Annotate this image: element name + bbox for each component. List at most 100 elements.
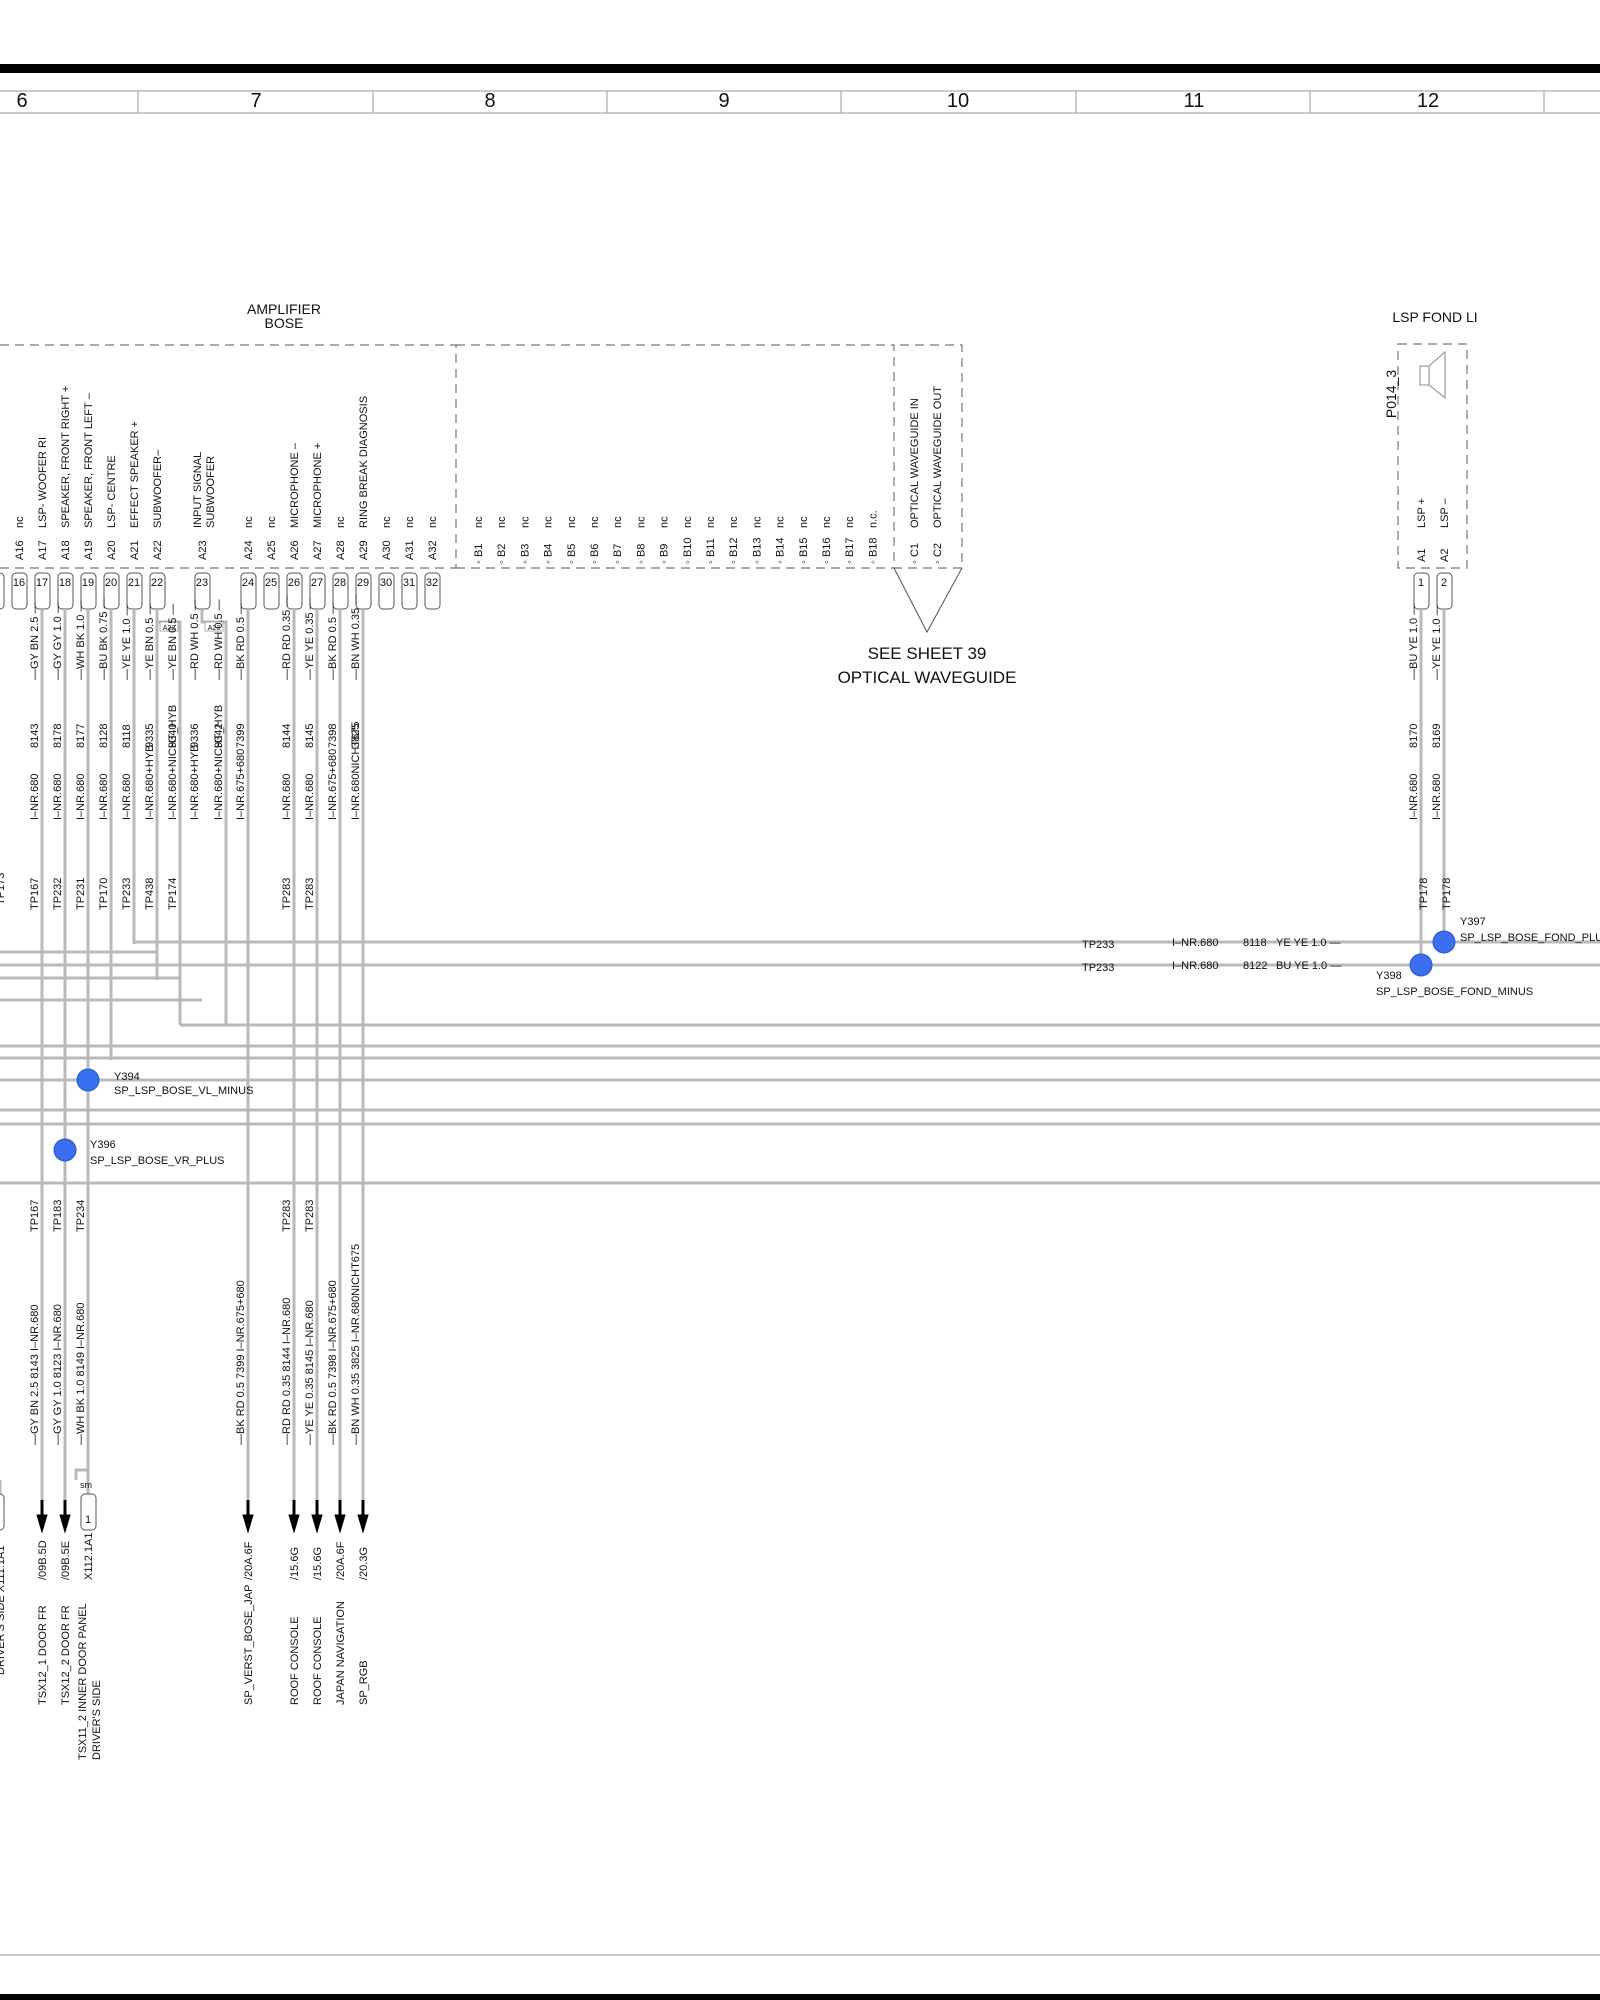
amp-pin-box (424, 572, 441, 610)
column-number: 10 (947, 90, 969, 112)
top-border (0, 64, 1600, 73)
lower-wire-label: —BK RD 0.5 7399 I–NR.675+680 (235, 1280, 247, 1445)
wire-color: —RD RD 0.35 — (281, 596, 293, 680)
wire-color: —BK RD 0.5 — (327, 603, 339, 680)
wire-number: 9342 (213, 724, 225, 748)
column-dividers (137, 91, 1545, 113)
b-pin-id: ◦ B17 (844, 537, 856, 564)
wire-number: 8144 (281, 724, 293, 748)
b-pin-id: ◦ B11 (705, 538, 717, 564)
lsp-pin-number: 1 (1418, 577, 1424, 589)
wire-tp-partial: TP173 (0, 873, 7, 905)
bridge-label: A23 (208, 625, 221, 632)
wire-number: 7398 (327, 724, 339, 748)
amp-pin-number: 20 (105, 577, 117, 589)
destination-ref: /09B.5E (60, 1541, 72, 1580)
wire-harness: I–NR.680 (121, 774, 133, 820)
c-pin-id: ◦ C2 (932, 543, 944, 564)
amp-pin-id: A29 (358, 540, 370, 560)
c-pin-function: OPTICAL WAVEGUIDE OUT (932, 386, 944, 528)
lower-connector-partial (0, 1493, 5, 1531)
destination-name: TSX12_2 DOOR FR (60, 1605, 72, 1705)
wire-number: 8177 (75, 724, 87, 748)
amp-pin-number: 22 (151, 577, 163, 589)
b-pin-id: ◦ B6 (589, 544, 601, 564)
amp-pin-id: A21 (129, 540, 141, 560)
amp-pin-number: 27 (311, 577, 323, 589)
lower-wire-label: —BN WH 0.35 3825 I–NR.680NICHT675 (350, 1244, 362, 1445)
wire-color: —YE BN 0.5 — (167, 604, 179, 680)
lower-wire-label: —RD RD 0.35 8144 I–NR.680 (281, 1298, 293, 1445)
wires (0, 609, 1600, 1515)
lower-wire-label: —WH BK 1.0 8149 I–NR.680 (75, 1303, 87, 1445)
amp-pin-id: A22 (152, 540, 164, 560)
lower-wire-label: —YE YE 0.35 8145 I–NR.680 (304, 1300, 316, 1445)
amp-pin-function: nc (266, 516, 278, 528)
amp-pin-number: 26 (288, 577, 300, 589)
waveguide-arrow (893, 567, 963, 634)
lsp-fond-ref: P014_3 (1383, 370, 1399, 418)
b-pin-function: nc (751, 516, 763, 528)
destination-name: TSX12_1 DOOR FR (37, 1605, 49, 1705)
b-pin-function: nc (705, 516, 717, 528)
b-pin-id: ◦ B8 (635, 544, 647, 564)
connector-arrow (242, 1514, 254, 1534)
amp-pin-number: 25 (265, 577, 277, 589)
speaker-icon (1419, 350, 1446, 400)
b-pin-function: nc (682, 516, 694, 528)
amp-pin-number: 28 (334, 577, 346, 589)
h-wire-number: 8122 (1243, 960, 1267, 972)
wire-tp: TP178 (1441, 878, 1453, 910)
amp-pin-function: LSP- CENTRE (106, 455, 118, 528)
wire-number: 9335 (144, 724, 156, 748)
column-number: 9 (718, 90, 729, 112)
amp-pin-function: INPUT SIGNAL (192, 452, 204, 528)
wire-harness: I–NR.680 (1431, 774, 1443, 820)
b-pin-function: nc (543, 516, 555, 528)
splice-point (76, 1068, 100, 1092)
amp-pin-id: A32 (427, 540, 439, 560)
amp-pin-function: LSP- WOOFER RI (37, 437, 49, 528)
b-pin-id: ◦ B1 (473, 544, 485, 564)
b-pin-function: nc (844, 516, 856, 528)
b-pin-function: nc (566, 516, 578, 528)
amp-pin-function: MICROPHONE + (312, 443, 324, 528)
column-number: 8 (484, 90, 495, 112)
h-wire-color: BU YE 1.0 — (1276, 960, 1341, 972)
destination-name: SP_VERST_BOSE_JAP (243, 1585, 255, 1705)
splice-name: SP_LSP_BOSE_FOND_PLUS (1460, 932, 1600, 944)
amp-pin-id: A17 (37, 540, 49, 560)
wire-harness: I–NR.680 (75, 774, 87, 820)
wire-color: —GY GY 1.0 — (52, 602, 64, 680)
amp-pin-function: nc (243, 516, 255, 528)
wire-color: —YE YE 0.35 — (304, 598, 316, 680)
splice-name: SP_LSP_BOSE_FOND_MINUS (1376, 986, 1533, 998)
destination-ref: /15.6G (289, 1547, 301, 1580)
h-wire-color: YE YE 1.0 — (1276, 937, 1341, 949)
lsp-pin-function: LSP – (1439, 497, 1451, 528)
b-pin-function: nc (821, 516, 833, 528)
wire-number: 3825 (350, 724, 362, 748)
lower-wire-label: —BK RD 0.5 7398 I–NR.675+680 (327, 1280, 339, 1445)
amplifier-title-2: BOSE (265, 315, 304, 331)
destination-ref: /15.6G (312, 1547, 324, 1580)
amp-pin-function: RING BREAK DIAGNOSIS (358, 396, 370, 528)
destination-name: DRIVER'S SIDE (91, 1680, 103, 1760)
wire-number: 8170 (1408, 724, 1420, 748)
b-pin-id: ◦ B12 (728, 537, 740, 564)
wire-harness: I–NR.680 (304, 774, 316, 820)
lsp-pin-id: A2 (1439, 549, 1451, 562)
amp-pin-number: 18 (59, 577, 71, 589)
wire-number: 8118 (121, 724, 133, 748)
splice-id: Y396 (90, 1139, 116, 1151)
amp-pin-number: 32 (426, 577, 438, 589)
b-pin-function: nc (659, 516, 671, 528)
splice-points: Y397SP_LSP_BOSE_FOND_PLUSY398SP_LSP_BOSE… (53, 916, 1600, 1167)
lower-tp: TP283 (304, 1200, 316, 1232)
wire-tp: TP438 (144, 878, 156, 910)
